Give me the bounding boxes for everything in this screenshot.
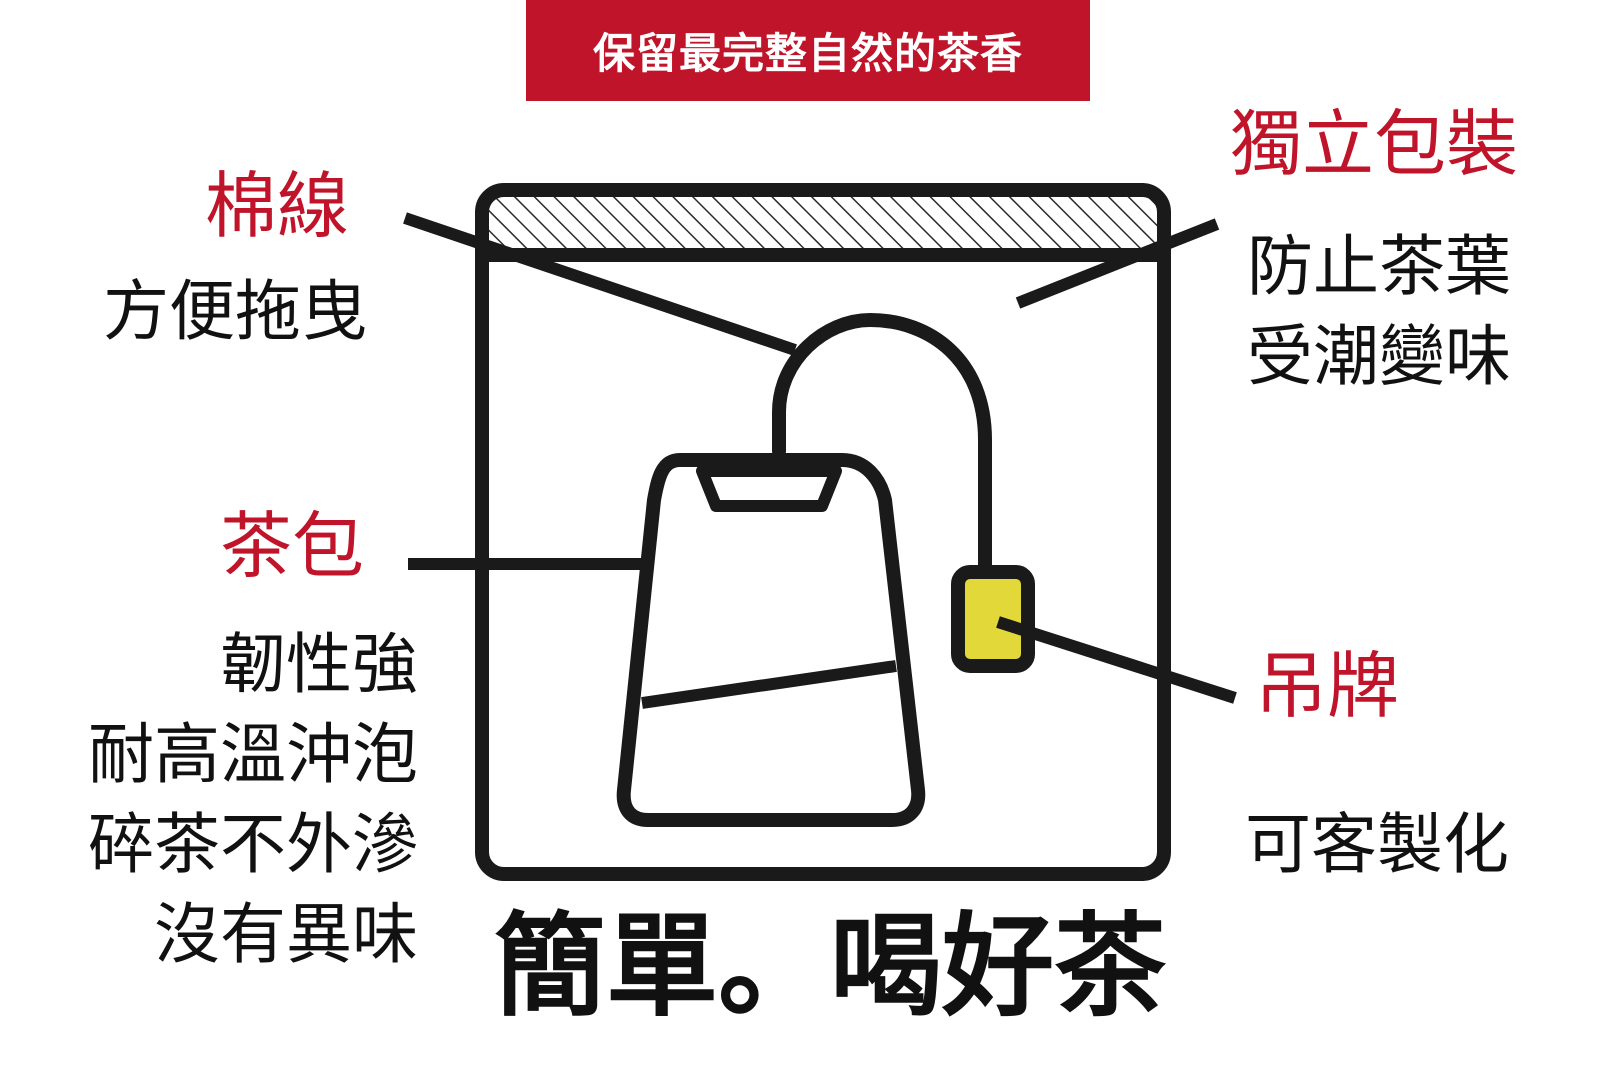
desc-tea-bag-2: 耐高溫沖泡 xyxy=(88,716,418,793)
desc-individual-pack-1: 防止茶葉 xyxy=(1247,228,1511,305)
string-icon xyxy=(772,312,992,587)
tea-bag-top-flap xyxy=(696,465,842,512)
label-individual-pack: 獨立包裝 xyxy=(1230,102,1519,186)
desc-tag-1: 可客製化 xyxy=(1245,806,1509,883)
hatch-seal-icon xyxy=(482,193,1164,249)
label-tea-bag: 茶包 xyxy=(220,504,365,588)
tea-bag-fill-line xyxy=(641,660,897,709)
pointer-tag xyxy=(996,616,1237,704)
tea-bag-icon xyxy=(616,453,926,827)
desc-tea-bag-block: 韌性強 耐高溫沖泡 碎茶不外滲 沒有異味 xyxy=(0,620,418,980)
desc-individual-pack-block: 防止茶葉 受潮變味 xyxy=(1247,222,1511,402)
banner-text: 保留最完整自然的茶香 xyxy=(592,29,1023,78)
label-tag: 吊牌 xyxy=(1255,644,1400,728)
desc-cotton-thread-1: 方便拖曳 xyxy=(103,273,367,350)
desc-tea-bag-4: 沒有異味 xyxy=(154,896,418,973)
desc-tea-bag-1: 韌性強 xyxy=(220,626,418,703)
header-banner: 保留最完整自然的茶香 xyxy=(526,0,1090,101)
package-outline xyxy=(475,183,1171,881)
desc-individual-pack-2: 受潮變味 xyxy=(1247,318,1511,395)
desc-tea-bag-3: 碎茶不外滲 xyxy=(88,806,418,883)
tag-icon xyxy=(951,565,1035,673)
pointer-individual-pack xyxy=(1015,218,1220,309)
label-cotton-thread: 棉線 xyxy=(205,164,350,248)
slogan: 簡單。喝好茶 xyxy=(494,901,1166,1032)
pointer-cotton-thread xyxy=(403,212,797,356)
